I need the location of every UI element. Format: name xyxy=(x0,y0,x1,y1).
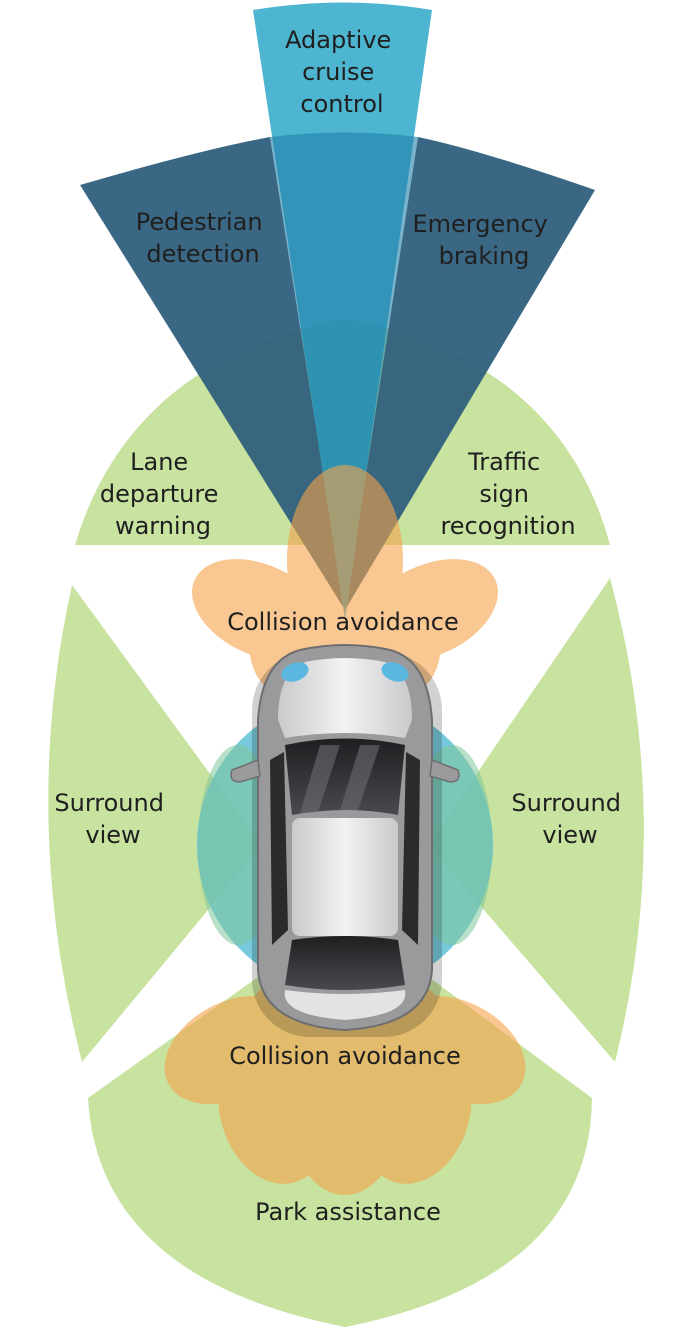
label-surround-right: Surround view xyxy=(511,789,628,849)
label-emergency-braking: Emergency braking xyxy=(412,210,555,270)
headlight-left-icon xyxy=(281,662,309,682)
side-window-right xyxy=(402,752,420,945)
label-collision-front: Collision avoidance xyxy=(227,608,459,636)
trunk xyxy=(284,990,406,1020)
emergency-braking-zone xyxy=(345,137,595,610)
mirror-left-icon xyxy=(230,758,261,783)
surround-view-left-zone xyxy=(48,585,262,1062)
label-adaptive-cruise: Adaptive cruise control xyxy=(285,26,399,118)
label-park-assistance: Park assistance xyxy=(255,1198,441,1226)
label-surround-left: Surround view xyxy=(54,789,171,849)
label-pedestrian-detection: Pedestrian detection xyxy=(136,208,270,268)
pedestrian-detection-zone xyxy=(80,137,345,610)
label-lane-departure: Lane departure warning xyxy=(100,448,226,540)
headlight-right-icon xyxy=(381,662,409,682)
label-collision-rear: Collision avoidance xyxy=(229,1042,461,1070)
car-roof xyxy=(292,818,398,936)
car-top-view xyxy=(230,644,460,1037)
mirror-right-icon xyxy=(429,758,460,783)
adaptive-cruise-overlap xyxy=(270,132,418,610)
side-window-left xyxy=(270,752,288,945)
surround-view-right-zone xyxy=(428,578,644,1062)
rear-window xyxy=(285,936,405,990)
label-traffic-sign: Traffic sign recognition xyxy=(440,448,575,540)
windshield-reflection xyxy=(300,745,380,813)
car-hood xyxy=(278,658,412,738)
